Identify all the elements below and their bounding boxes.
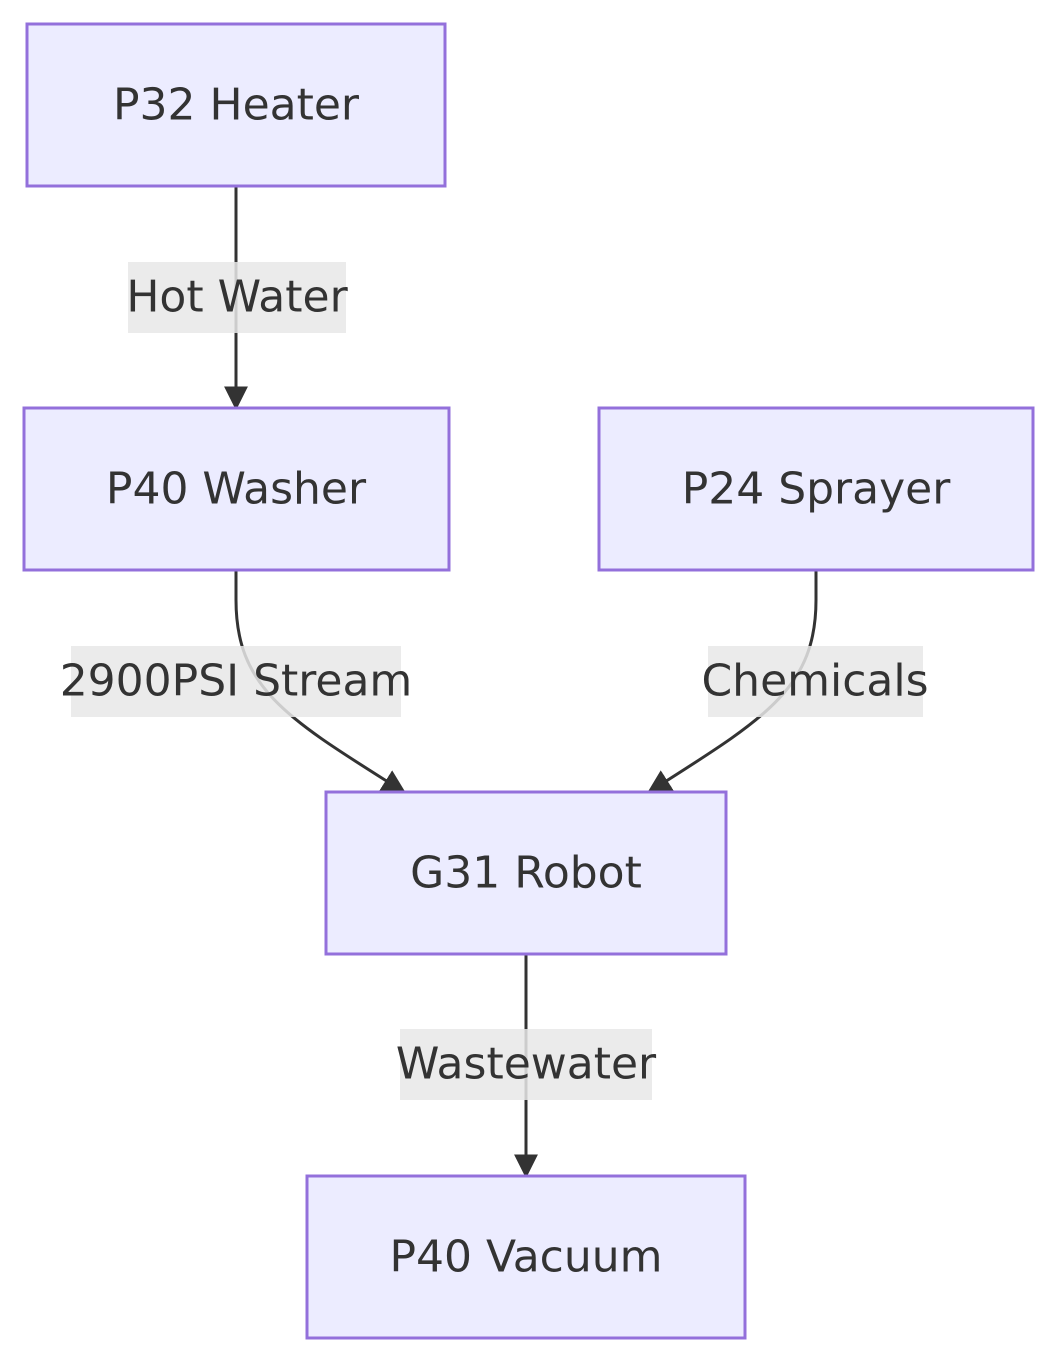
edge-label-text: Hot Water: [126, 272, 348, 323]
edge-label-hot-water: Hot Water: [126, 262, 349, 333]
edge-label-background: [708, 646, 923, 717]
node-g31-robot[interactable]: G31 Robot: [324, 790, 728, 956]
node-box[interactable]: [597, 406, 1035, 572]
edge-label-text: 2900PSI Stream: [60, 656, 413, 707]
edge-label-background: [400, 1029, 652, 1100]
node-box[interactable]: [305, 1174, 747, 1340]
node-p32-heater[interactable]: P32 Heater: [25, 22, 447, 188]
edge-label-chemicals: Chemicals: [701, 646, 929, 717]
node-label: P24 Sprayer: [682, 464, 952, 515]
node-label: P32 Heater: [113, 80, 360, 131]
node-box[interactable]: [324, 790, 728, 956]
edge-label-background: [71, 646, 401, 717]
edge-labels: Hot Water 2900PSI Stream Chemicals Waste…: [60, 262, 929, 1100]
node-p24-sprayer[interactable]: P24 Sprayer: [597, 406, 1035, 572]
node-p40-vacuum[interactable]: P40 Vacuum: [305, 1174, 747, 1340]
nodes: P32 Heater P40 Washer P24 Sprayer G31 Ro…: [22, 22, 1035, 1340]
node-label: P40 Washer: [106, 464, 367, 515]
node-p40-washer[interactable]: P40 Washer: [22, 406, 451, 572]
edge-label-2900psi-stream: 2900PSI Stream: [60, 646, 413, 717]
edge-label-wastewater: Wastewater: [396, 1029, 657, 1100]
node-label: G31 Robot: [410, 848, 642, 899]
edge-label-background: [128, 262, 346, 333]
node-label: P40 Vacuum: [390, 1232, 663, 1283]
node-box[interactable]: [25, 22, 447, 188]
edge-label-text: Chemicals: [701, 656, 928, 707]
node-box[interactable]: [22, 406, 451, 572]
edge-label-text: Wastewater: [396, 1039, 657, 1090]
